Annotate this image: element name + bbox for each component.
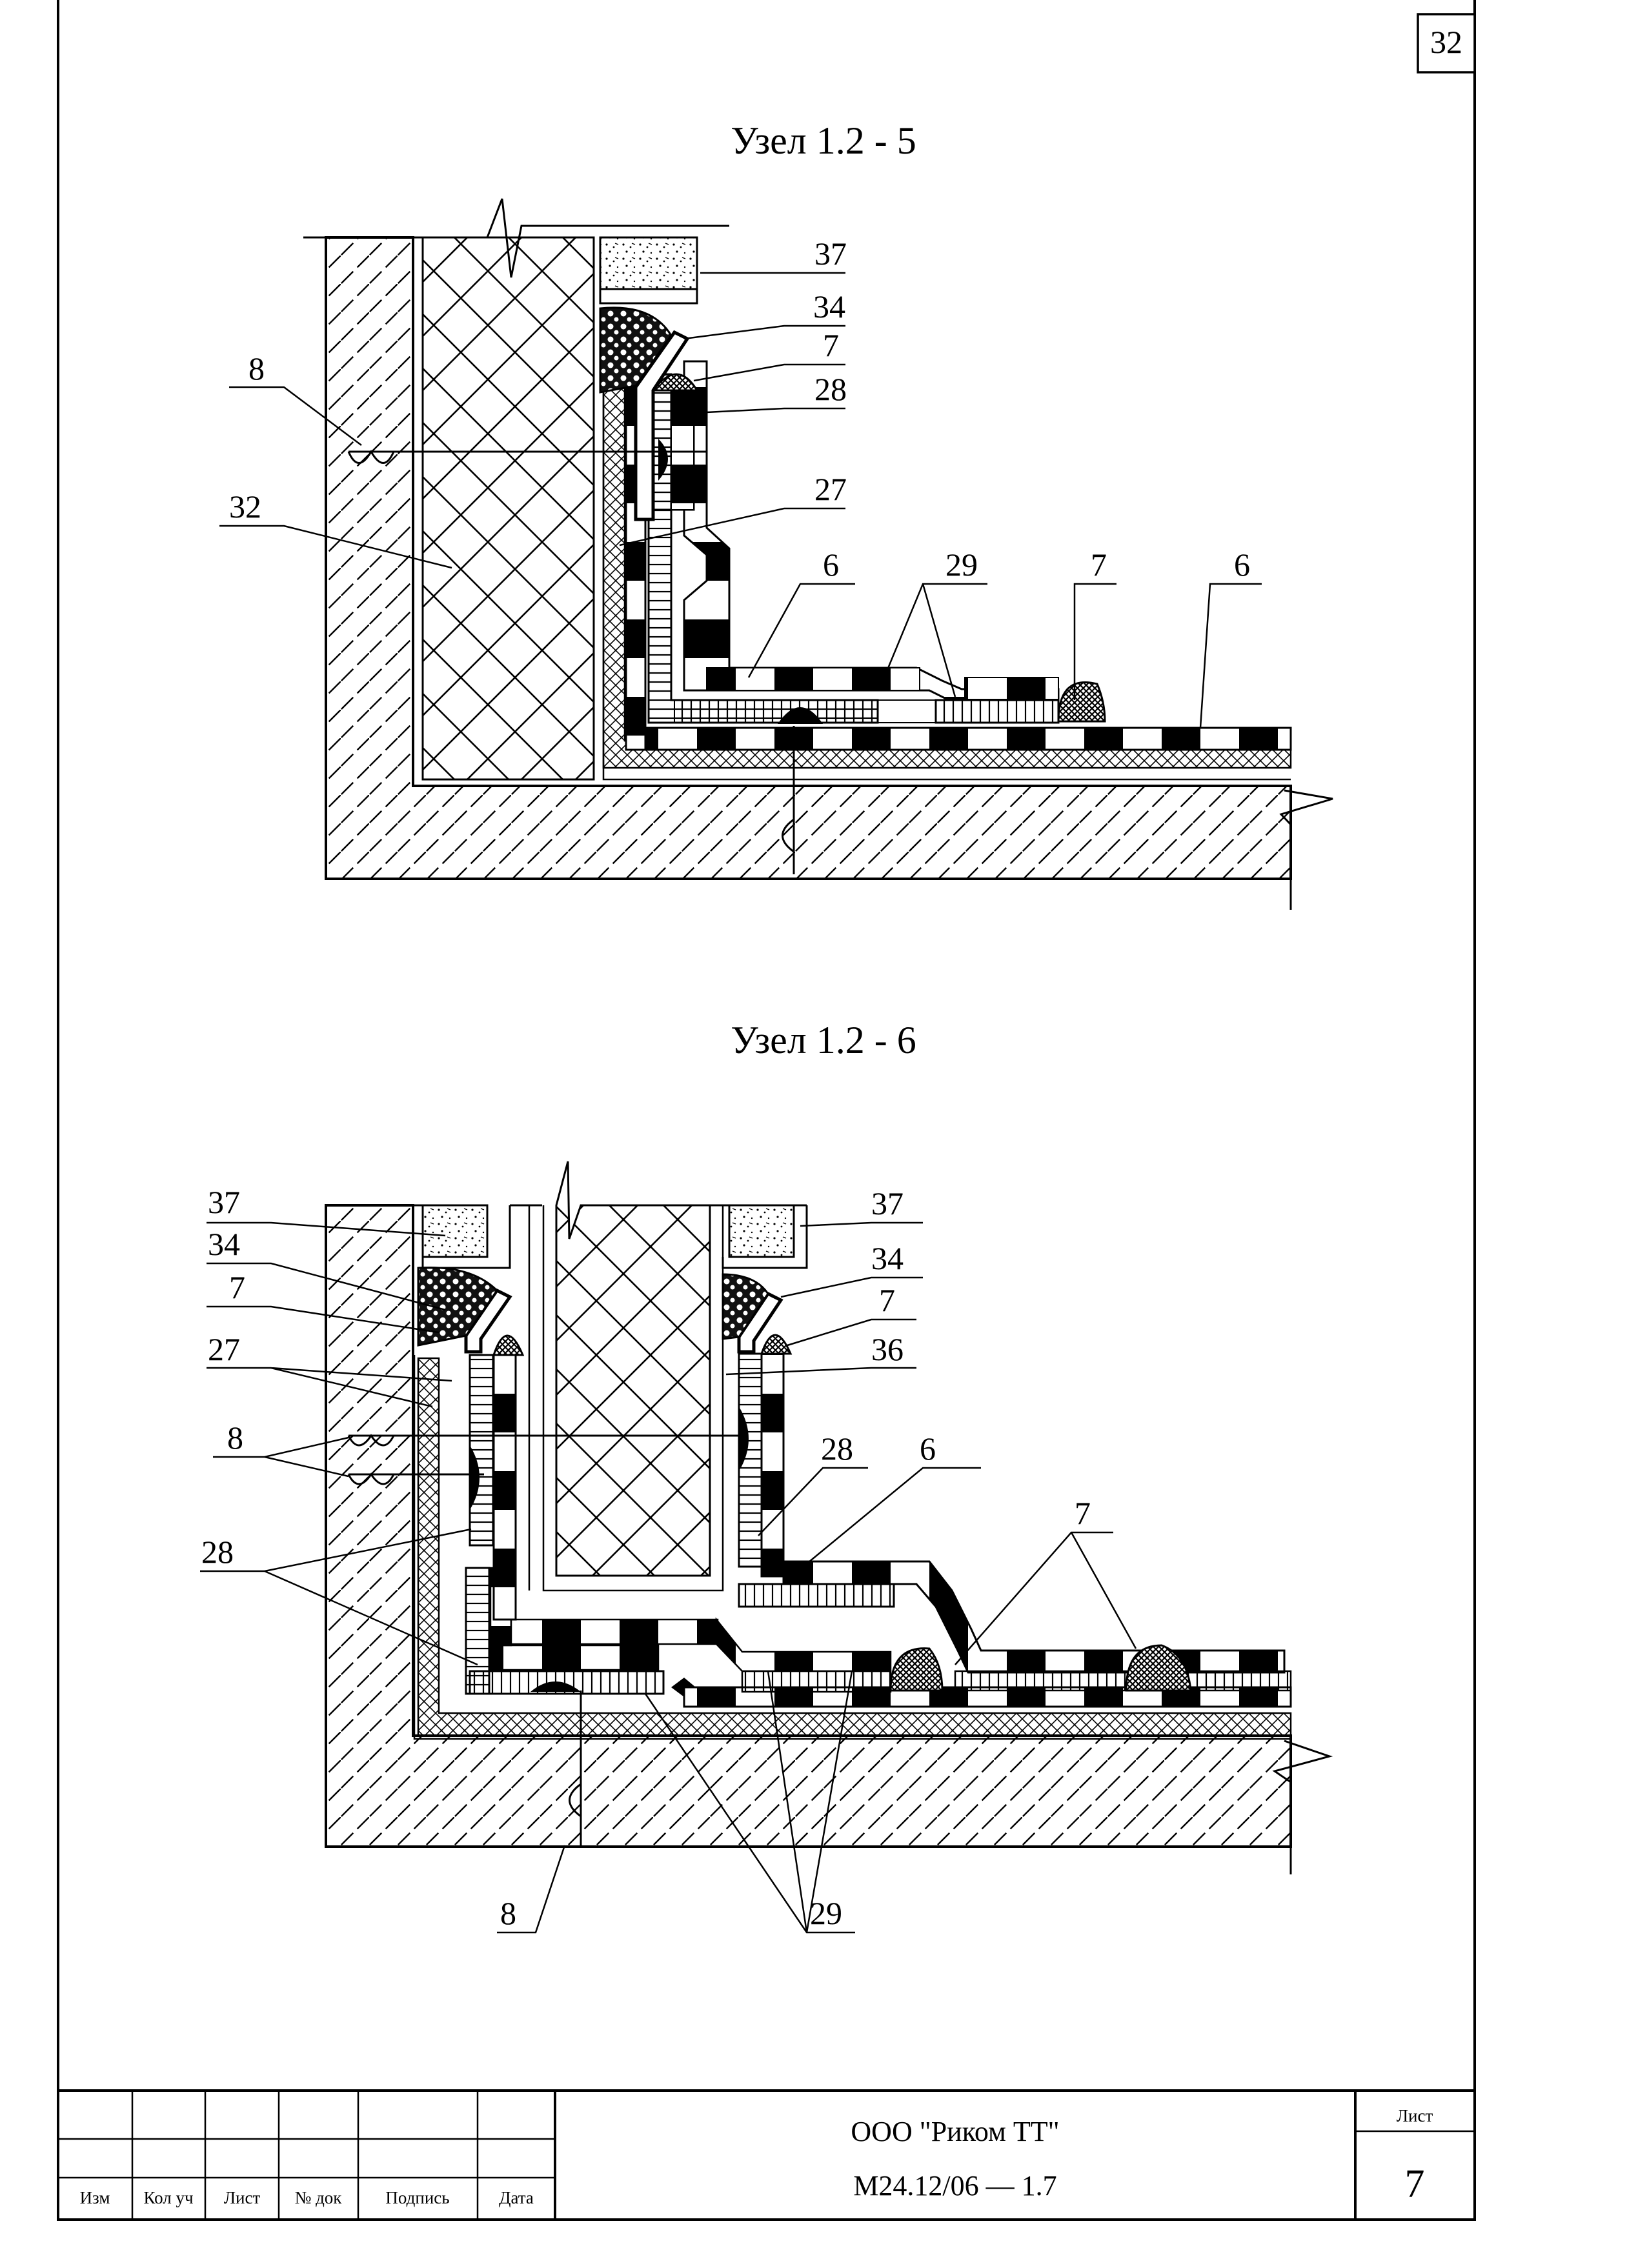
title-col-list: Лист [224, 2188, 261, 2207]
title-block: Изм Кол уч Лист № док Подпись Дата ООО "… [57, 2089, 1476, 2221]
company-name: ООО "Риком ТТ" [851, 2116, 1059, 2147]
block-36-b [555, 1161, 711, 1577]
title-col-izm: Изм [80, 2188, 110, 2207]
document-code: М24.12/06 — 1.7 [853, 2170, 1056, 2202]
sheet-number: 7 [1405, 2162, 1425, 2206]
detail-a: Узел 1.2 - 5 [219, 119, 1333, 910]
label-7b-b: 7 [879, 1282, 895, 1318]
mastic-bead-7-b1 [530, 1681, 581, 1692]
cap-37-b-left [421, 1204, 489, 1258]
title-col-data: Дата [499, 2188, 534, 2207]
label-8a-b: 8 [227, 1420, 243, 1456]
sheet-frame [57, 0, 1476, 2221]
mastic-bead-7-b3 [1125, 1644, 1192, 1692]
label-27-a: 27 [814, 471, 847, 507]
label-34a-b: 34 [208, 1226, 240, 1262]
label-29-b: 29 [810, 1895, 842, 1931]
label-7a-a: 7 [823, 327, 839, 363]
label-37a-b: 37 [208, 1184, 240, 1220]
page-number: 32 [1430, 24, 1462, 60]
label-37b-b: 37 [871, 1185, 904, 1221]
label-8-a: 8 [248, 350, 265, 386]
cap-37-b-right [728, 1204, 795, 1258]
mastic-bead-7-b4 [492, 1334, 525, 1356]
label-36-b: 36 [871, 1331, 904, 1367]
detail-a-title: Узел 1.2 - 5 [731, 119, 916, 162]
label-7a-b: 7 [229, 1269, 245, 1305]
mastic-bead-7-b5 [760, 1334, 793, 1355]
title-col-kol-uch: Кол уч [143, 2188, 193, 2207]
label-6-b: 6 [920, 1430, 936, 1467]
label-28b-b: 28 [821, 1430, 853, 1467]
label-34b-b: 34 [871, 1240, 904, 1276]
leaders-a [219, 272, 1262, 728]
break-line-slab-b [1272, 1740, 1333, 1874]
label-32-a: 32 [229, 488, 261, 525]
label-6a-a: 6 [823, 547, 839, 583]
insulation-32-a [421, 236, 595, 781]
label-28a-b: 28 [201, 1534, 234, 1570]
label-34-a: 34 [813, 288, 845, 325]
sheet-label: Лист [1397, 2106, 1433, 2125]
label-7c-b: 7 [1075, 1495, 1091, 1531]
detail-b: Узел 1.2 - 6 [200, 1019, 1333, 1934]
sealant-b-right [722, 1273, 769, 1340]
label-37-a: 37 [814, 236, 847, 272]
mastic-bead-7b [1057, 681, 1106, 723]
leaders-b [200, 1221, 1137, 1934]
break-line-slab-a [1279, 789, 1333, 910]
label-29-a: 29 [945, 547, 978, 583]
label-7b-a: 7 [1091, 547, 1107, 583]
mastic-bead-7a [778, 707, 823, 724]
detail-b-title: Узел 1.2 - 6 [731, 1019, 916, 1061]
membrane-6-upper-a [683, 360, 1060, 701]
title-col-n-dok: № док [295, 2188, 343, 2207]
cap-37-a [599, 236, 698, 290]
membrane-6-main-a [644, 727, 1292, 751]
label-27-b: 27 [208, 1331, 240, 1367]
label-8b-b: 8 [500, 1895, 516, 1931]
label-28-a: 28 [814, 371, 847, 407]
layer-28-b-left [469, 1354, 494, 1547]
mastic-bead-7-b2 [889, 1647, 944, 1692]
page-number-box: 32 [1417, 13, 1476, 74]
sealant-a [599, 306, 672, 394]
title-col-podpis: Подпись [385, 2188, 449, 2207]
label-6b-a: 6 [1234, 547, 1250, 583]
screed-27-b [417, 1357, 1292, 1737]
